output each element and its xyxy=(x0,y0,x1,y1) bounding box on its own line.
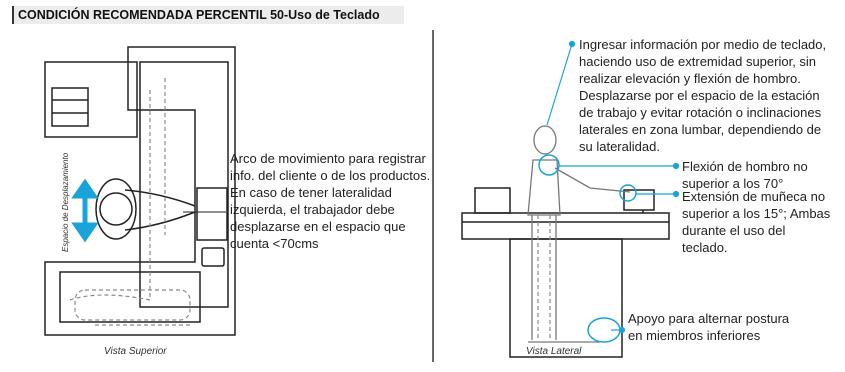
operator-torso xyxy=(527,159,561,216)
top-view-caption: Vista Superior xyxy=(104,346,167,357)
feet-support-note: Apoyo para alternar postura en miembros … xyxy=(628,311,790,343)
back-counter xyxy=(44,61,138,138)
side-view-main-note: Ingresar información por medio de teclad… xyxy=(579,37,827,154)
counter-body xyxy=(509,238,623,358)
shoulder-flexion-note: Flexión de hombro no superior a los 70° xyxy=(682,159,808,191)
page-title: CONDICIÓN RECOMENDADA PERCENTIL 50-Uso d… xyxy=(12,6,404,24)
shoulder-circle xyxy=(538,154,560,176)
top-view-plan xyxy=(44,46,236,336)
wrist-extension-note: Extensión de muñeca no superior a los 15… xyxy=(682,189,831,255)
top-view-dashed xyxy=(69,78,191,326)
top-view-note: Arco de movimiento para registrar info. … xyxy=(230,151,431,251)
wrist-circle xyxy=(619,184,637,202)
operator-arm xyxy=(554,167,631,193)
front-counter xyxy=(44,46,236,336)
bottom-panel xyxy=(59,271,201,323)
operator-shoulders-top xyxy=(95,178,137,240)
displacement-space-label: Espacio de Desplazamiento xyxy=(61,152,70,252)
counter-top xyxy=(461,212,670,240)
displacement-arrow xyxy=(71,178,99,243)
side-view-dashed xyxy=(537,215,551,340)
register-small xyxy=(201,247,225,267)
side-view-workstation xyxy=(461,187,670,358)
monitor xyxy=(623,189,655,211)
back-panel xyxy=(474,187,511,214)
side-view-operator xyxy=(527,125,631,343)
side-view-leaders xyxy=(546,40,680,334)
operator-arm-top xyxy=(124,189,196,207)
drawer-unit xyxy=(51,87,89,127)
side-view-caption: Vista Lateral xyxy=(526,346,582,357)
operator-head xyxy=(533,125,557,155)
operator-arm-bottom xyxy=(124,211,196,231)
shelf-top xyxy=(139,61,229,308)
operator-legs xyxy=(531,215,557,340)
operator-head-top xyxy=(99,192,133,226)
register-unit xyxy=(196,187,228,241)
